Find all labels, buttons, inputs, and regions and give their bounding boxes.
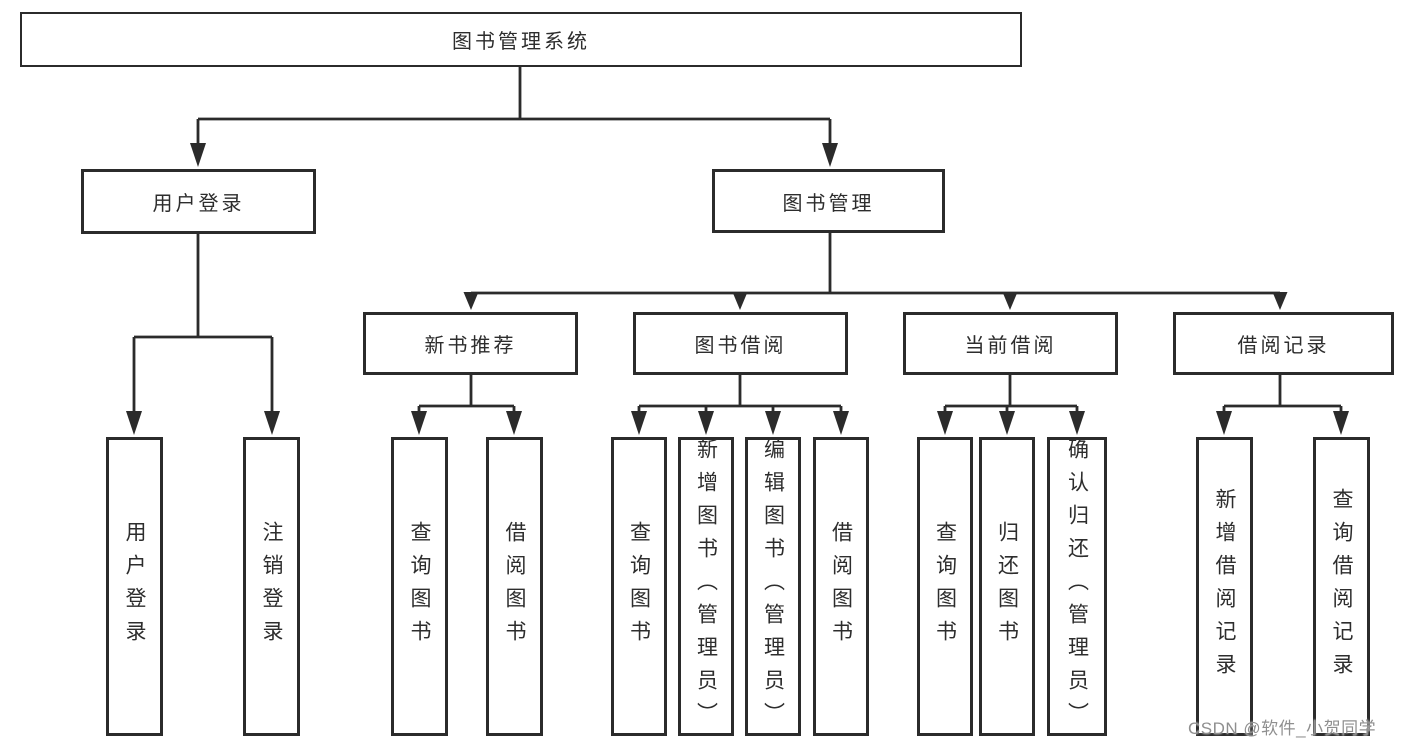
arrowhead-icon <box>1333 411 1349 435</box>
node-book-management: 图书管理 <box>712 169 945 233</box>
node-label: 查询图书 <box>627 520 651 653</box>
arrowhead-icon <box>190 143 206 167</box>
leaf-logout: 注销登录 <box>243 437 300 736</box>
arrowhead-icon <box>833 411 849 435</box>
leaf-return-book: 归还图书 <box>979 437 1035 736</box>
arrowhead-icon <box>463 292 479 310</box>
node-label: 确认归还（管理员） <box>1065 438 1089 735</box>
leaf-borrow-books-borrow: 借阅图书 <box>813 437 869 736</box>
node-label: 用户登录 <box>123 520 146 653</box>
node-label: 借阅图书 <box>503 520 526 653</box>
node-root: 图书管理系统 <box>20 12 1022 67</box>
node-label: 借阅图书 <box>829 520 853 653</box>
node-current-borrowing: 当前借阅 <box>903 312 1118 375</box>
leaf-add-borrow-record: 新增借阅记录 <box>1196 437 1253 736</box>
arrowhead-icon <box>732 292 748 310</box>
node-borrowing-records: 借阅记录 <box>1173 312 1394 375</box>
arrowhead-icon <box>765 411 781 435</box>
node-book-borrowing: 图书借阅 <box>633 312 848 375</box>
arrowhead-icon <box>1272 292 1288 310</box>
leaf-borrow-books-recommend: 借阅图书 <box>486 437 543 736</box>
node-label: 编辑图书（管理员） <box>761 438 785 735</box>
leaf-query-borrow-record: 查询借阅记录 <box>1313 437 1370 736</box>
leaf-query-books-recommend: 查询图书 <box>391 437 448 736</box>
node-label: 查询图书 <box>408 520 431 653</box>
leaf-query-books-current: 查询图书 <box>917 437 973 736</box>
arrowhead-icon <box>937 411 953 435</box>
arrowhead-icon <box>1069 411 1085 435</box>
arrowhead-icon <box>631 411 647 435</box>
node-new-book-recommendation: 新书推荐 <box>363 312 578 375</box>
leaf-edit-book-admin: 编辑图书（管理员） <box>745 437 801 736</box>
arrowhead-icon <box>999 411 1015 435</box>
arrowhead-icon <box>698 411 714 435</box>
node-label: 查询图书 <box>933 520 957 653</box>
watermark: CSDN @软件_小贺同学 <box>1188 719 1377 738</box>
node-label: 新增图书（管理员） <box>694 438 718 735</box>
arrowhead-icon <box>1002 292 1018 310</box>
arrowhead-icon <box>506 411 522 435</box>
leaf-confirm-return-admin: 确认归还（管理员） <box>1047 437 1107 736</box>
connector-path <box>132 67 1343 413</box>
node-label: 新增借阅记录 <box>1213 487 1236 686</box>
arrowhead-icon <box>1216 411 1232 435</box>
node-label: 注销登录 <box>260 520 283 653</box>
leaf-add-book-admin: 新增图书（管理员） <box>678 437 734 736</box>
leaf-user-login: 用户登录 <box>106 437 163 736</box>
arrowhead-icon <box>264 411 280 435</box>
arrowhead-icon <box>822 143 838 167</box>
node-label: 查询借阅记录 <box>1330 487 1353 686</box>
leaf-query-books-borrow: 查询图书 <box>611 437 667 736</box>
node-user-login: 用户登录 <box>81 169 316 234</box>
node-label: 归还图书 <box>995 520 1019 653</box>
arrowhead-icon <box>411 411 427 435</box>
arrowhead-icon <box>126 411 142 435</box>
